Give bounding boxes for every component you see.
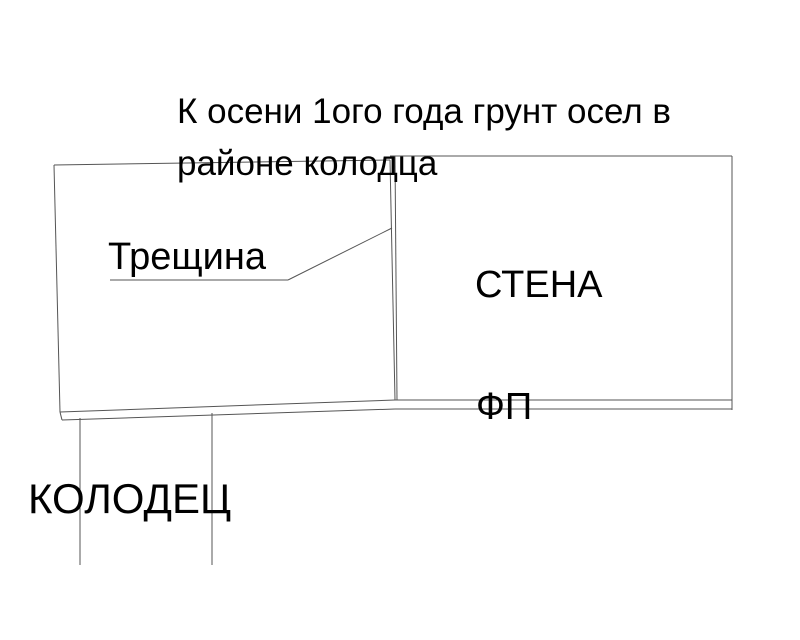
settled-section-outline <box>53 159 396 413</box>
wall-outline <box>390 155 733 410</box>
foundation-plate <box>59 399 732 421</box>
wall-label: СТЕНА <box>475 264 603 306</box>
foundation-label: ФП <box>476 386 533 428</box>
crack-leader <box>110 227 393 281</box>
crack-label: Трещина <box>108 236 266 278</box>
well-label: КОЛОДЕЦ <box>28 475 232 522</box>
annotation-line-1: К осени 1ого года грунт осел в <box>177 92 671 131</box>
well-walls <box>79 413 213 565</box>
annotation-line-2: районе колодца <box>177 144 438 183</box>
